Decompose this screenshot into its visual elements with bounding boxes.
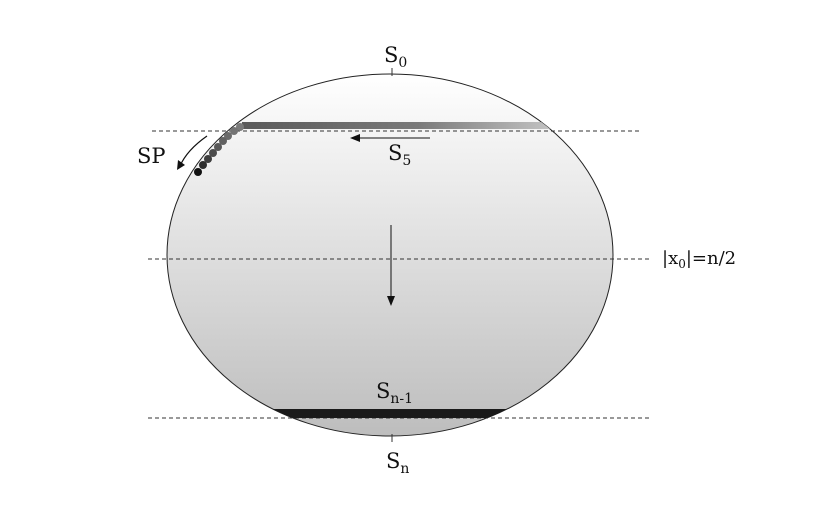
sp-dot	[236, 123, 244, 131]
sp-dot	[224, 132, 232, 140]
sp-dot	[199, 161, 207, 169]
sp-dot	[214, 143, 222, 151]
sp-dot	[209, 149, 217, 157]
sn-label: Sn	[386, 449, 409, 477]
sp-label: SP	[137, 144, 166, 168]
sp-dot	[230, 127, 238, 135]
sp-dot	[204, 155, 212, 163]
s5-bar	[242, 122, 562, 129]
sp-dot	[194, 168, 202, 176]
sphere-ellipse	[166, 73, 614, 437]
sp-dot	[219, 137, 227, 145]
sn1-bar	[260, 409, 520, 418]
s0-label: S0	[384, 43, 407, 71]
sn1-label: Sn-1	[376, 379, 413, 407]
sp-arrowhead	[177, 160, 185, 170]
s5-label: S5	[388, 141, 411, 169]
sp-dots	[194, 123, 244, 176]
s5-arrowhead	[350, 134, 360, 142]
midline-label: |x0|=n/2	[662, 248, 736, 271]
down-arrowhead	[387, 296, 395, 306]
